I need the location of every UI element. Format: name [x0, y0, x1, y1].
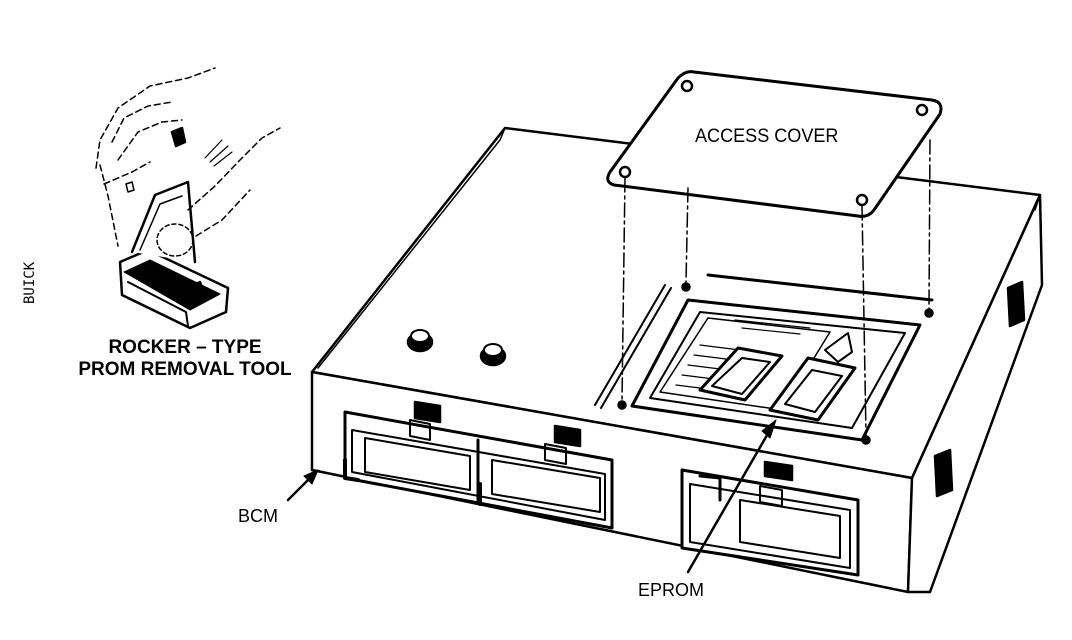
knob-2 [479, 343, 507, 367]
alignment-lines [621, 139, 931, 436]
eprom-chip [698, 332, 857, 422]
left-connector [343, 400, 614, 530]
circuit-board [659, 317, 831, 411]
side-tag: BUICK [22, 261, 38, 304]
access-opening [594, 273, 934, 442]
tool-caption-line1: ROCKER – TYPE [108, 337, 262, 358]
access-cover-label: ACCESS COVER [695, 126, 839, 147]
eprom-leader [686, 419, 777, 574]
bcm-housing [310, 126, 1044, 594]
tool-caption-line2: PROM REMOVAL TOOL [78, 359, 292, 380]
access-cover-plate [606, 70, 943, 218]
knob-1 [406, 329, 434, 353]
bcm-label: BCM [238, 506, 278, 526]
right-connector [680, 460, 860, 577]
tool-caption: ROCKER – TYPE PROM REMOVAL TOOL [60, 337, 310, 381]
prom-removal-tool [95, 67, 281, 330]
side-tab-1 [1006, 280, 1026, 328]
bcm-leader [286, 469, 319, 502]
side-tab-2 [933, 448, 954, 498]
eprom-label: EPROM [638, 580, 705, 600]
